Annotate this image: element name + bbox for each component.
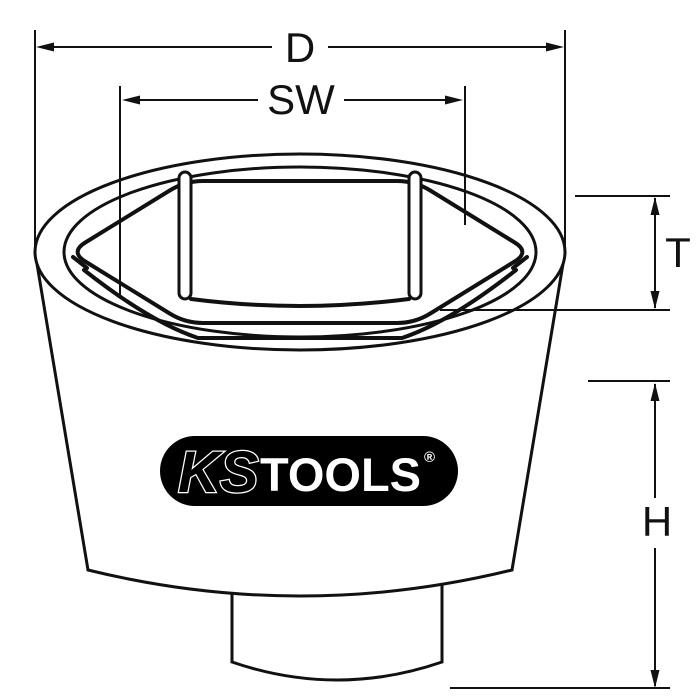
logo-pill [160,436,458,506]
dimension-t: T [440,195,691,311]
socket-body [33,152,567,598]
dim-h-label: H [642,498,672,545]
dimension-sw: SW [119,76,466,295]
hex-floor-near-edge [82,268,518,340]
dim-h-arrow-top-icon [650,383,660,401]
hex-recess [71,170,529,340]
dim-sw-arrow-left-icon [122,95,140,105]
dim-d-label: D [285,24,315,71]
hex-corner-mark-right [511,255,529,270]
hex-corner-edge-right [407,170,423,301]
hex-floor-far-edge [189,297,411,308]
dim-t-label: T [665,229,691,276]
ks-tools-logo: KS TOOLS ® [160,436,458,506]
socket-body-outline [33,251,567,598]
drive-end-outline [230,575,444,682]
dimension-d: D [34,24,566,248]
dim-t-arrow-top-icon [650,197,660,215]
drive-end-cylinder [230,575,444,682]
dim-d-arrow-left-icon [36,42,54,52]
dim-t-arrow-bottom-icon [650,291,660,309]
dim-h-arrow-bottom-icon [650,670,660,688]
logo-ks-text: KS [178,440,259,505]
drive-end-fill [232,575,442,680]
dimension-h: H [450,380,672,689]
logo-tools-text: TOOLS [260,448,421,501]
registered-trademark-icon: ® [424,449,435,466]
dim-sw-arrow-right-icon [445,95,463,105]
hex-opening-outline [75,179,525,325]
hex-corner-edge-left [177,170,193,301]
dim-d-arrow-right-icon [546,42,564,52]
hex-corner-mark-left [71,255,89,270]
dim-sw-label: SW [267,76,335,123]
